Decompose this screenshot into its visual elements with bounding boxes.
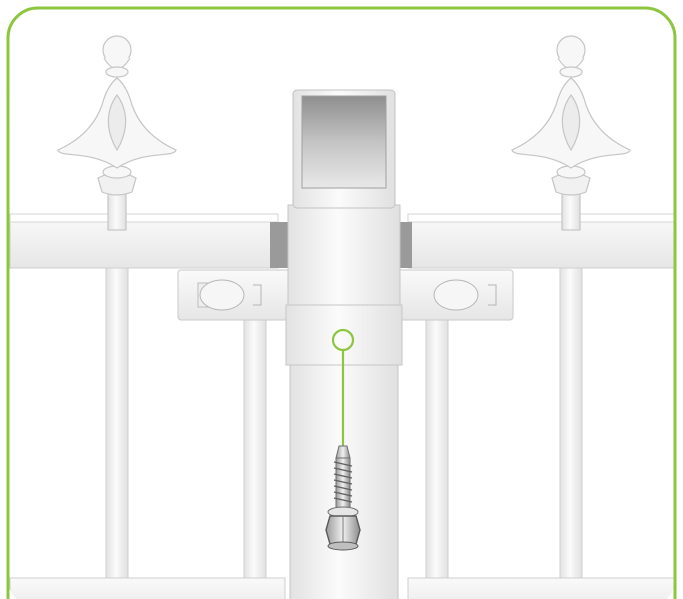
left-top-rail <box>9 213 290 269</box>
picket <box>105 227 129 599</box>
screw-hole-marker-icon <box>331 328 355 446</box>
right-bracket <box>397 269 514 321</box>
post-opening <box>301 95 387 189</box>
left-bracket <box>177 269 294 321</box>
center-post <box>285 89 403 599</box>
finial-right-icon <box>511 35 631 231</box>
right-top-rail <box>398 213 676 269</box>
bottom-rail <box>9 577 676 599</box>
diagram-frame <box>6 6 677 599</box>
self-tapping-screw-icon <box>325 445 361 551</box>
picket <box>559 227 583 599</box>
finial-left-icon <box>57 35 177 231</box>
